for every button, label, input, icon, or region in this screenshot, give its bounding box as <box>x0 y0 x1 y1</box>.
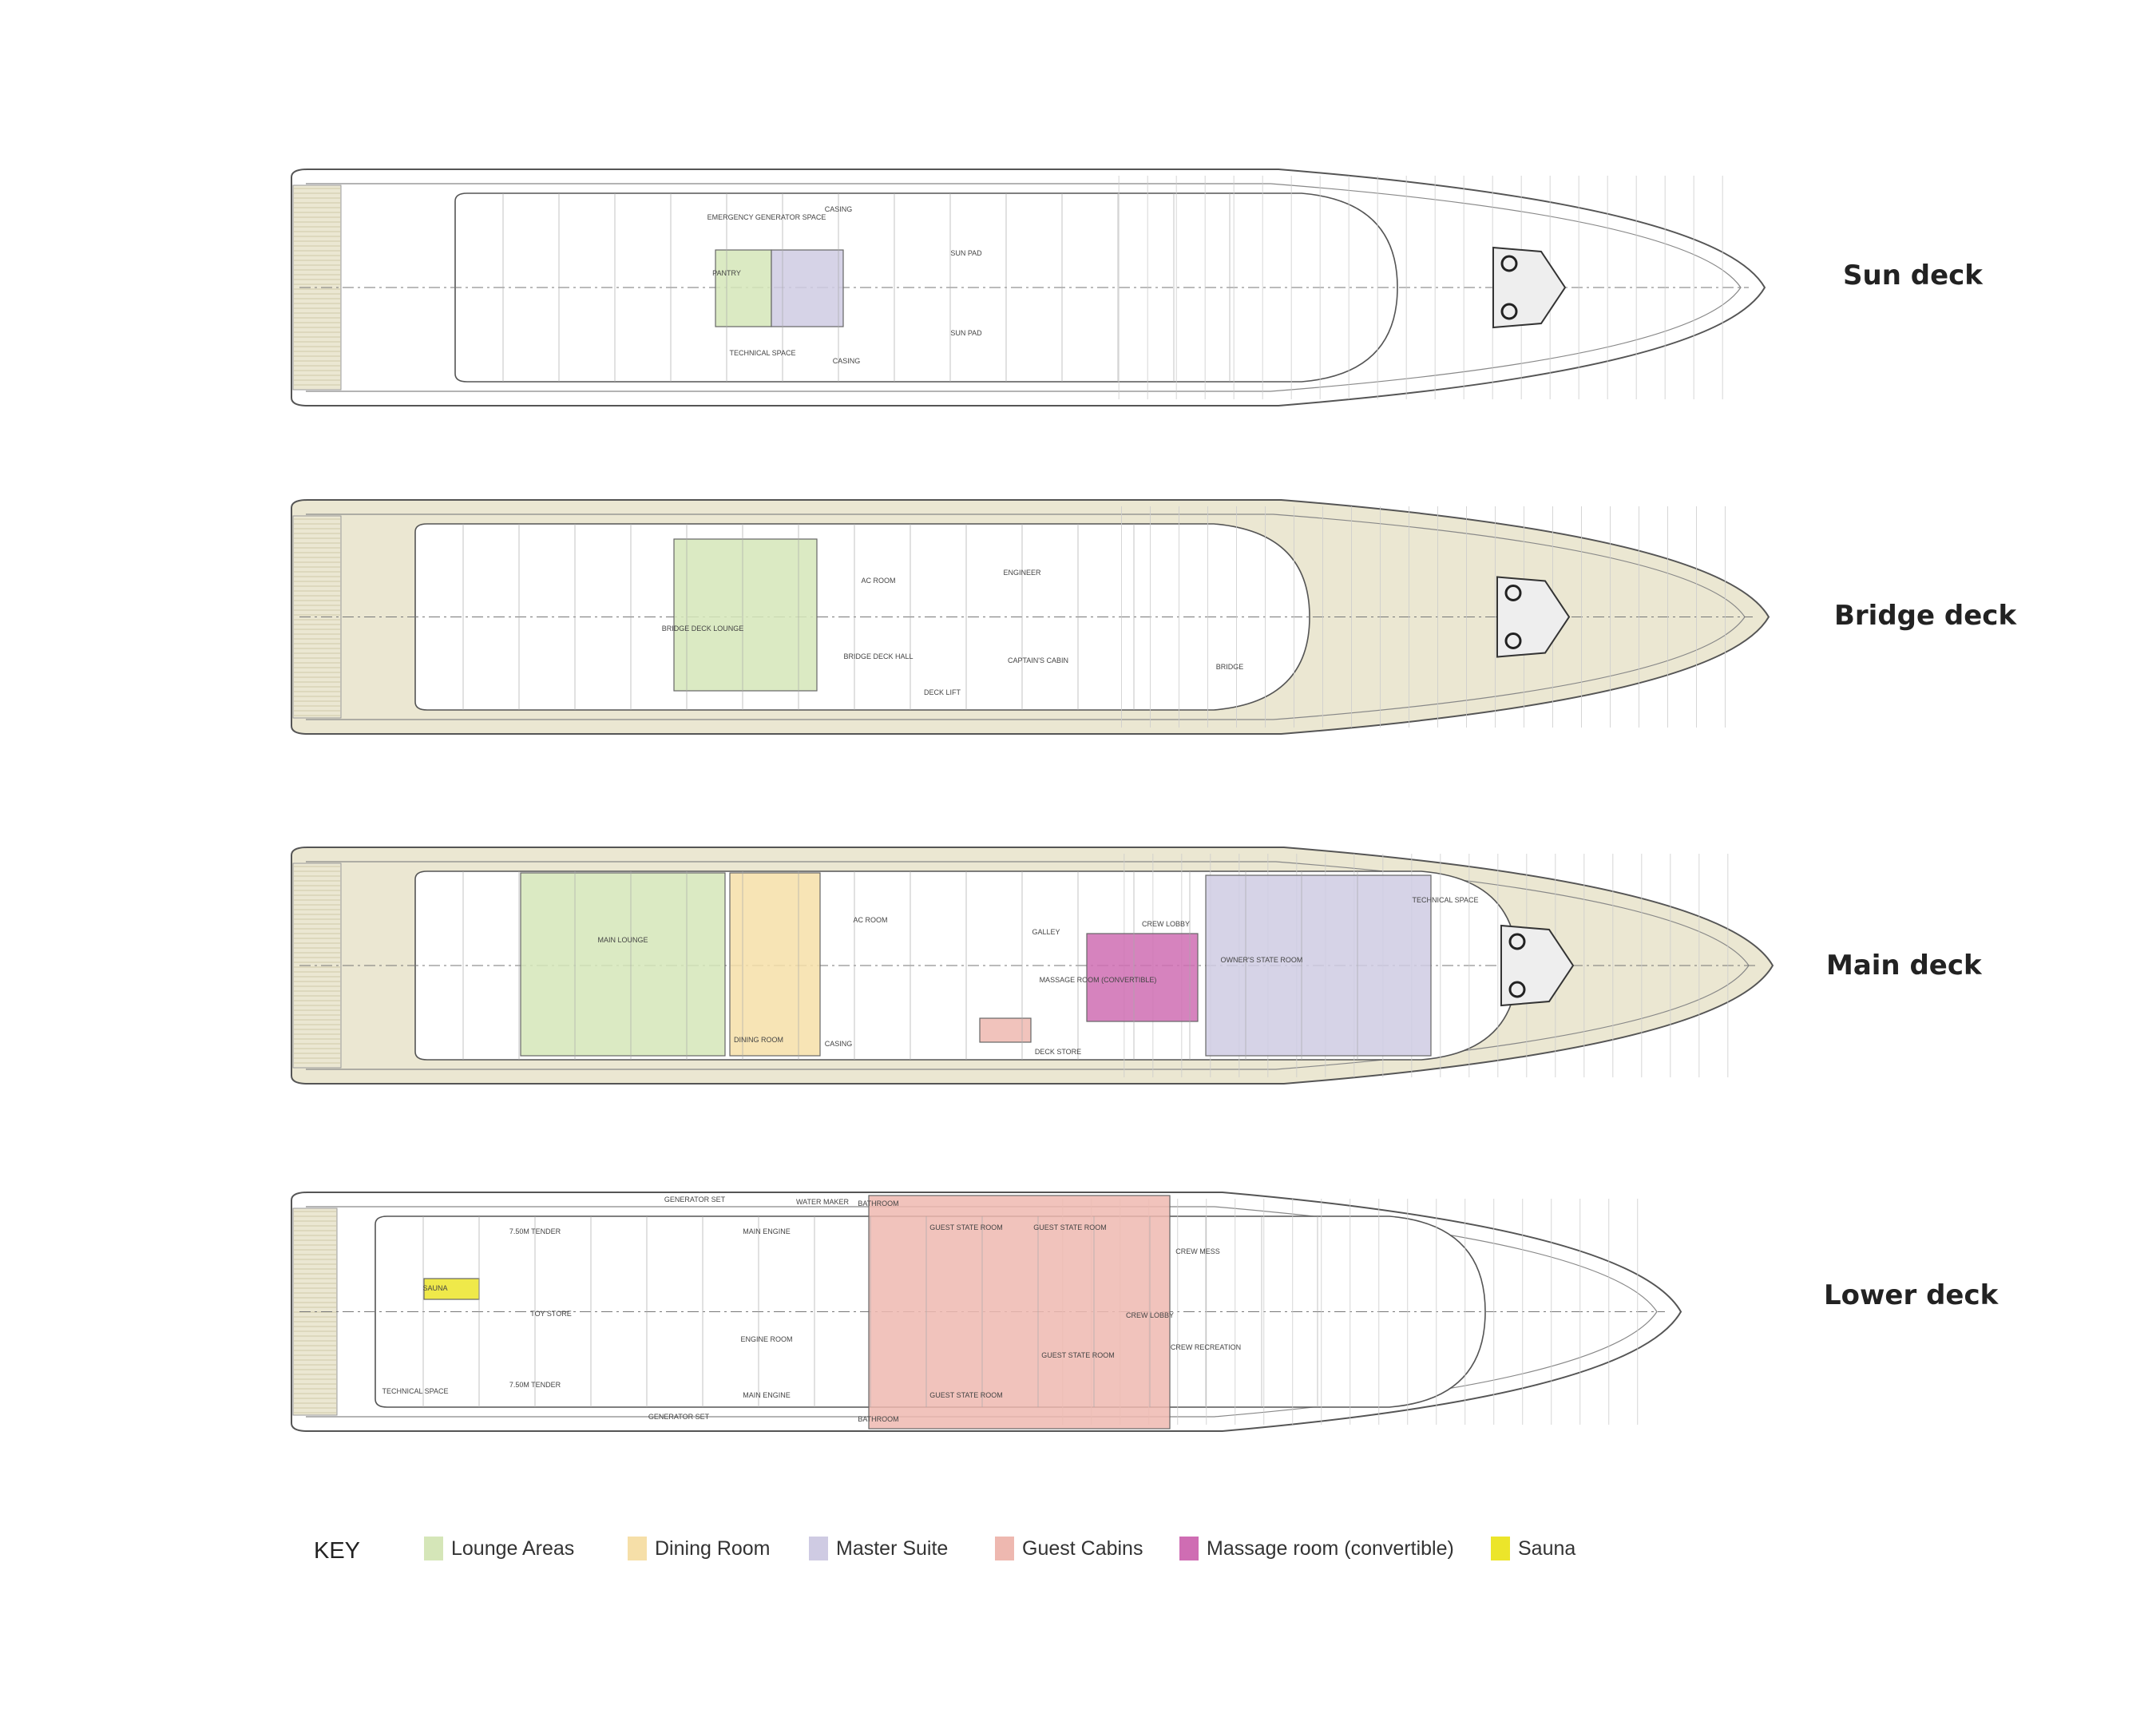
room-label: 7.50M TENDER <box>509 1227 561 1235</box>
room-label: CASING <box>825 205 853 213</box>
room-label: GUEST STATE ROOM <box>929 1391 1003 1399</box>
zone-guest-cabins <box>868 1195 1171 1430</box>
zone-master-suite <box>771 249 844 327</box>
deck-label-main: Main deck <box>1826 950 1982 981</box>
zone-lounge-areas <box>520 872 726 1057</box>
zone-lounge-areas <box>673 538 818 692</box>
swatch <box>628 1537 647 1560</box>
zone-guest-cabins <box>979 1017 1032 1043</box>
deck-lower: 7.50M TENDER 7.50M TENDER SAUNA TOY STORE TE… <box>291 1192 1682 1432</box>
room-label: BATHROOM <box>858 1200 898 1208</box>
room-label: DINING ROOM <box>734 1036 783 1044</box>
room-label: AC ROOM <box>861 577 895 585</box>
room-label: MASSAGE ROOM (CONVERTIBLE) <box>1040 976 1157 984</box>
room-label: BRIDGE <box>1216 663 1244 671</box>
hull-inner-line <box>306 183 1742 392</box>
key-item-guest: Guest Cabins <box>995 1537 1143 1560</box>
room-label: ENGINEER <box>1003 569 1041 577</box>
room-label: CAPTAIN'S CABIN <box>1008 656 1068 664</box>
room-label: TOY STORE <box>530 1310 572 1318</box>
key-label: Lounge Areas <box>451 1537 575 1560</box>
windlass-drum <box>1508 981 1526 998</box>
room-label: SAUNA <box>422 1284 447 1292</box>
room-label: CASING <box>833 357 861 365</box>
key-label: Massage room (convertible) <box>1207 1537 1454 1560</box>
zone-master-suite <box>1205 874 1432 1057</box>
room-label: GENERATOR SET <box>664 1196 726 1204</box>
key-label: Guest Cabins <box>1022 1537 1143 1560</box>
anchor-windlass <box>1492 246 1567 329</box>
deck-sun: SUN PAD SUN PAD CASING CASING TECHNICAL SPAC… <box>291 169 1766 406</box>
key-title: KEY <box>314 1538 361 1564</box>
room-label: ENGINE ROOM <box>740 1335 792 1343</box>
room-label: 7.50M TENDER <box>509 1381 561 1389</box>
windlass-drum <box>1500 303 1518 320</box>
deck-label-sun: Sun deck <box>1843 260 1983 291</box>
color-key-legend: KEY Lounge Areas Dining Room Master Suit… <box>0 1537 2156 1568</box>
swatch <box>424 1537 443 1560</box>
room-label: CASING <box>825 1040 853 1048</box>
room-label: MAIN LOUNGE <box>597 936 648 944</box>
key-item-dining: Dining Room <box>628 1537 771 1560</box>
room-label: GUEST STATE ROOM <box>1033 1223 1107 1231</box>
room-label: CREW LOBBY <box>1126 1311 1174 1319</box>
key-item-sauna: Sauna <box>1491 1537 1575 1560</box>
anchor-windlass <box>1496 576 1571 658</box>
room-label: PANTRY <box>712 269 741 277</box>
deck-main: MAIN LOUNGE DINING ROOM AC ROOM CASING GALLE… <box>291 847 1774 1085</box>
zone-dining-room <box>729 872 821 1057</box>
windlass-drum <box>1504 585 1522 601</box>
key-label: Master Suite <box>836 1537 949 1560</box>
zone-massage-room-convertible- <box>1086 933 1199 1022</box>
room-label: GUEST STATE ROOM <box>1041 1351 1115 1359</box>
room-label: OWNER'S STATE ROOM <box>1221 956 1303 964</box>
swatch <box>995 1537 1014 1560</box>
deck-label-bridge: Bridge deck <box>1834 600 2017 632</box>
room-label: BATHROOM <box>858 1415 898 1423</box>
room-label: AC ROOM <box>853 916 887 924</box>
room-label: GALLEY <box>1032 928 1060 936</box>
key-item-lounge: Lounge Areas <box>424 1537 574 1560</box>
room-label: CREW LOBBY <box>1142 920 1190 928</box>
deck-label-lower: Lower deck <box>1824 1279 1999 1311</box>
room-label: GENERATOR SET <box>648 1413 710 1421</box>
swatch <box>1491 1537 1510 1560</box>
room-label: DECK LIFT <box>924 688 961 696</box>
windlass-drum <box>1504 632 1522 649</box>
room-label: SUN PAD <box>950 249 982 257</box>
room-label: CREW MESS <box>1175 1247 1220 1255</box>
anchor-windlass <box>1500 924 1575 1007</box>
deck-bridge: BRIDGE DECK LOUNGE BRIDGE DECK HALL CAPTAI… <box>291 499 1770 735</box>
room-label: BRIDGE DECK LOUNGE <box>662 625 744 632</box>
windlass-drum <box>1500 255 1518 272</box>
room-label: BRIDGE DECK HALL <box>843 652 913 660</box>
room-label: EMERGENCY GENERATOR SPACE <box>707 213 826 221</box>
key-label: Sauna <box>1518 1537 1576 1560</box>
room-label: MAIN ENGINE <box>743 1391 791 1399</box>
room-label: DECK STORE <box>1035 1048 1081 1056</box>
zone-lounge-areas <box>715 249 772 327</box>
key-item-master: Master Suite <box>809 1537 948 1560</box>
room-label: TECHNICAL SPACE <box>1412 896 1478 904</box>
swatch <box>1179 1537 1199 1560</box>
room-label: CREW RECREATION <box>1171 1343 1241 1351</box>
swatch <box>809 1537 828 1560</box>
room-label: TECHNICAL SPACE <box>729 349 795 357</box>
windlass-drum <box>1508 933 1526 950</box>
room-label: MAIN ENGINE <box>743 1227 791 1235</box>
room-label: SUN PAD <box>950 329 982 337</box>
key-label: Dining Room <box>655 1537 771 1560</box>
room-label: WATER MAKER <box>796 1198 850 1206</box>
room-label: TECHNICAL SPACE <box>382 1387 448 1395</box>
key-item-massage: Massage room (convertible) <box>1179 1537 1454 1560</box>
room-label: GUEST STATE ROOM <box>929 1223 1003 1231</box>
